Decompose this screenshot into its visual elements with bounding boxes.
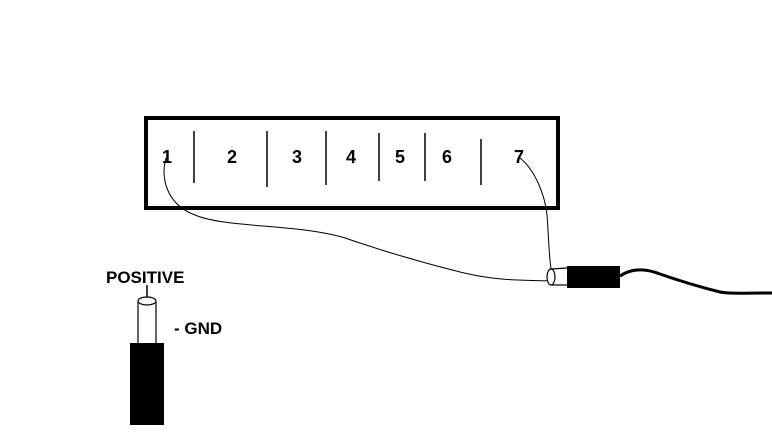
gnd-label: - GND	[174, 319, 222, 338]
pin-label-2: 2	[227, 147, 237, 167]
legend-plug-tip	[137, 296, 157, 306]
pin-label-7: 7	[514, 147, 524, 167]
pin-label-4: 4	[346, 147, 356, 167]
legend-plug-body	[130, 343, 164, 425]
plug-cable	[619, 268, 772, 295]
connector-outline	[144, 116, 560, 210]
pin-label-3: 3	[292, 147, 302, 167]
pin-label-6: 6	[442, 147, 452, 167]
plug-legend: POSITIVE - GND	[106, 268, 222, 425]
plug-right	[546, 266, 772, 295]
plug-tip-top	[550, 267, 568, 270]
connector-block: 1 2 3 4 5 6 7	[144, 116, 560, 210]
plug-tip	[546, 268, 556, 286]
pin-label-1: 1	[162, 147, 172, 167]
positive-label: POSITIVE	[106, 268, 184, 287]
wire-pin1-to-plug	[163, 157, 553, 282]
plug-body	[567, 266, 620, 288]
pin-label-5: 5	[395, 147, 405, 167]
wire-pin7-to-plug	[519, 157, 553, 275]
